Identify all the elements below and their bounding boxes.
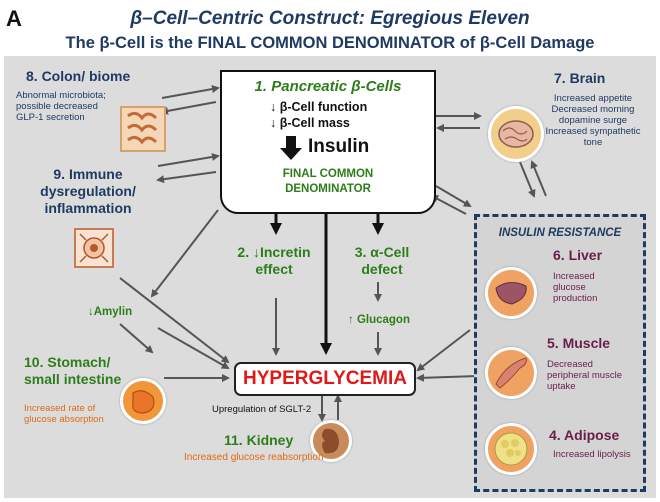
arrow-amylin-to-hyperglycemia: [157, 327, 230, 369]
liver-desc-2: glucose: [553, 282, 586, 293]
arrow-pancreas-to-immune: [156, 171, 217, 184]
arrow-immune-to-pancreas: [157, 153, 220, 167]
adipose-title: 4. Adipose: [549, 427, 620, 443]
down-arrow-icon: [280, 136, 302, 160]
adipose-icon: [485, 423, 537, 475]
brain-desc-4: Increased sympathetic: [545, 126, 641, 137]
colon-description: Abnormal microbiota; possible decreased …: [16, 90, 106, 123]
amylin-label: ↓Amylin: [88, 306, 133, 318]
alpha-line-1: 3. α-Cell: [354, 244, 410, 260]
incretin-line-1: 2. ↓Incretin: [237, 244, 311, 260]
brain-desc-3: dopamine surge: [558, 115, 628, 126]
diagram-title: β–Cell–Centric Construct: Egregious Elev…: [130, 8, 530, 29]
arrow-pancreas-to-colon: [160, 101, 217, 115]
alpha-line-2: defect: [361, 261, 403, 277]
liver-description: Increased glucose production: [553, 271, 597, 304]
colon-desc-1: Abnormal microbiota;: [16, 90, 106, 101]
liver-title: 6. Liver: [553, 247, 603, 263]
stomach-desc-2: glucose absorption: [24, 414, 104, 425]
brain-desc-1: Increased appetite: [553, 93, 633, 104]
intestine-icon: [120, 106, 166, 152]
insulin-label: Insulin: [308, 136, 370, 157]
brain-desc-5: tone: [583, 137, 603, 148]
fcd-line-2: DENOMINATOR: [285, 183, 371, 195]
liver-desc-1: Increased: [553, 271, 595, 282]
stomach-label: 10. Stomach/ small intestine: [24, 354, 121, 388]
immune-cell-icon: [74, 228, 114, 268]
arrow-brain-to-ir: [519, 161, 536, 198]
immune-line-1: 9. Immune: [53, 166, 123, 182]
arrow-ir-to-pancreas: [430, 195, 467, 215]
arrow-muscle-to-hyperglycemia: [416, 373, 479, 382]
stomach-line-1: 10. Stomach/: [24, 354, 111, 370]
arrow-ir-to-hyperglycemia: [416, 329, 471, 372]
arrow-pancreas-to-amylin: [150, 209, 219, 298]
colon-title: 8. Colon/ biome: [26, 68, 131, 84]
arrow-colon-to-pancreas: [161, 85, 220, 99]
brain-title: 7. Brain: [554, 70, 606, 86]
immune-label: 9. Immune dysregulation/ inflammation: [28, 166, 148, 217]
muscle-desc-2: peripheral muscle: [547, 370, 622, 381]
kidney-description: Increased glucose reabsorption: [184, 452, 324, 463]
muscle-description: Decreased peripheral muscle uptake: [547, 359, 622, 392]
kidney-title: 11. Kidney: [224, 432, 294, 448]
arrow-pancreas-to-ir: [435, 185, 472, 208]
immune-line-2: dysregulation/: [40, 183, 136, 199]
arrow-amylin-to-stomach: [119, 323, 154, 354]
immune-line-3: inflammation: [44, 200, 132, 216]
glucagon-label: ↑ Glucagon: [348, 314, 410, 326]
insulin-resistance-title: INSULIN RESISTANCE: [498, 227, 622, 239]
arrow-immune-to-hyperglycemia: [119, 277, 230, 364]
stomach-desc-1: Increased rate of: [24, 403, 96, 414]
brain-icon: [488, 106, 544, 162]
pancreatic-beta-cell-box: 1. Pancreatic β-Cells ↓ β-Cell function …: [220, 70, 436, 214]
hyperglycemia-box: HYPERGLYCEMIA: [234, 362, 416, 396]
pancreas-title: 1. Pancreatic β-Cells: [254, 78, 402, 95]
stomach-line-2: small intestine: [24, 371, 122, 387]
adipose-description: Increased lipolysis: [553, 449, 631, 460]
liver-icon: [485, 267, 537, 319]
muscle-icon: [485, 347, 537, 399]
muscle-desc-3: uptake: [547, 381, 576, 392]
alpha-cell-label: 3. α-Cell defect: [344, 244, 420, 278]
insulin-resistance-box: INSULIN RESISTANCE 6. Liver Increased gl…: [474, 214, 646, 492]
fcd-line-1: FINAL COMMON: [282, 168, 374, 180]
pancreas-function: ↓ β-Cell function: [270, 100, 368, 114]
kidney-icon: [310, 420, 352, 462]
pancreas-mass: ↓ β-Cell mass: [270, 116, 350, 130]
diagram-subtitle: The β-Cell is the FINAL COMMON DENOMINAT…: [65, 34, 595, 52]
incretin-line-2: effect: [255, 261, 293, 277]
colon-desc-3: GLP-1 secretion: [16, 112, 85, 123]
panel-letter: A: [6, 6, 22, 31]
liver-desc-3: production: [553, 293, 598, 304]
incretin-label: 2. ↓Incretin effect: [228, 244, 320, 278]
brain-desc-2: Decreased morning: [551, 104, 635, 115]
muscle-desc-1: Decreased: [547, 359, 593, 370]
muscle-title: 5. Muscle: [547, 335, 611, 351]
arrow-ir-to-brain: [530, 160, 547, 197]
sglt2-label: Upregulation of SGLT-2: [212, 404, 312, 415]
stomach-description: Increased rate of glucose absorption: [24, 403, 104, 425]
stomach-icon: [120, 378, 166, 424]
colon-desc-2: possible decreased: [16, 101, 98, 112]
brain-description: Increased appetite Decreased morning dop…: [538, 93, 648, 148]
